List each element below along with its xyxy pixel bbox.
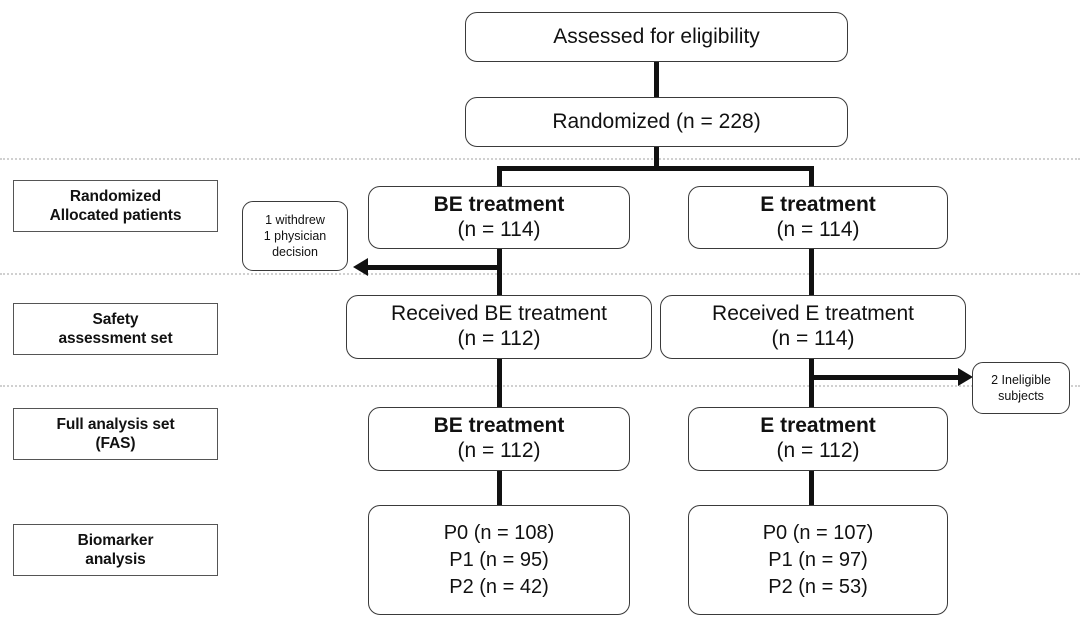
section-divider-3 bbox=[0, 385, 1080, 387]
node-line-2: (n = 114) bbox=[776, 217, 860, 241]
node-line-2: (n = 114) bbox=[771, 327, 855, 350]
node-line-2: P1 (n = 95) bbox=[449, 548, 549, 571]
connector-randomized-stem bbox=[654, 147, 659, 169]
node-line-1: E treatment bbox=[760, 192, 876, 216]
connector-branch-horizontal bbox=[497, 166, 814, 171]
node-allocated-be-treatment[interactable]: BE treatment (n = 114) bbox=[368, 186, 630, 249]
connector-fas-e-to-biomarker-e bbox=[809, 471, 814, 505]
node-line-2: (n = 112) bbox=[457, 327, 541, 350]
node-line-2: P1 (n = 97) bbox=[768, 548, 868, 571]
stage-label-line2: assessment set bbox=[58, 330, 173, 347]
node-line-1: Randomized (n = 228) bbox=[552, 109, 761, 133]
node-line-3: P2 (n = 53) bbox=[768, 575, 868, 598]
node-randomized[interactable]: Randomized (n = 228) bbox=[465, 97, 848, 147]
node-line-1: E treatment bbox=[760, 414, 876, 438]
callout-line-2: 1 physician bbox=[263, 228, 327, 243]
node-allocated-e-treatment[interactable]: E treatment (n = 114) bbox=[688, 186, 948, 249]
stage-label-line1: Randomized bbox=[69, 187, 162, 205]
connector-branch-to-e bbox=[809, 166, 814, 188]
connector-received-e-to-fas-e bbox=[809, 359, 814, 407]
node-biomarker-be[interactable]: P0 (n = 108) P1 (n = 95) P2 (n = 42) bbox=[368, 505, 630, 615]
node-line-1: BE treatment bbox=[433, 414, 565, 438]
stage-label-biomarker-analysis: Biomarker analysis bbox=[13, 524, 218, 576]
node-line-2: (n = 112) bbox=[776, 439, 860, 462]
callout-line-3: decision bbox=[272, 245, 318, 260]
callout-line-1: 1 withdrew bbox=[265, 212, 325, 227]
stage-label-line1: Full analysis set bbox=[56, 415, 175, 433]
exclusion-arrow-line-ineligible bbox=[812, 375, 960, 380]
node-line-1: Received BE treatment bbox=[391, 302, 607, 326]
node-fas-e-treatment[interactable]: E treatment (n = 112) bbox=[688, 407, 948, 471]
section-divider-2 bbox=[0, 273, 1080, 275]
node-line-2: (n = 112) bbox=[457, 439, 541, 462]
stage-label-line2: analysis bbox=[85, 551, 146, 568]
stage-label-safety-assessment-set: Safety assessment set bbox=[13, 303, 218, 355]
section-divider-1 bbox=[0, 158, 1080, 160]
node-assessed-for-eligibility[interactable]: Assessed for eligibility bbox=[465, 12, 848, 62]
exclusion-arrow-head-ineligible bbox=[958, 368, 973, 386]
connector-fas-be-to-biomarker-be bbox=[497, 471, 502, 505]
exclusion-arrow-head-withdrawn bbox=[353, 258, 368, 276]
connector-branch-to-be bbox=[497, 166, 502, 188]
callout-ineligible[interactable]: 2 Ineligible subjects bbox=[972, 362, 1070, 414]
stage-label-randomized-allocated: Randomized Allocated patients bbox=[13, 180, 218, 232]
node-line-1: Received E treatment bbox=[712, 302, 914, 326]
node-received-be-treatment[interactable]: Received BE treatment (n = 112) bbox=[346, 295, 652, 359]
connector-received-be-to-fas-be bbox=[497, 359, 502, 407]
connector-assessed-to-randomized bbox=[654, 60, 659, 102]
stage-label-line1: Biomarker bbox=[77, 531, 154, 549]
connector-alloc-be-to-received-be bbox=[497, 249, 502, 295]
node-biomarker-e[interactable]: P0 (n = 107) P1 (n = 97) P2 (n = 53) bbox=[688, 505, 948, 615]
node-line-3: P2 (n = 42) bbox=[449, 575, 549, 598]
node-fas-be-treatment[interactable]: BE treatment (n = 112) bbox=[368, 407, 630, 471]
callout-line-2: subjects bbox=[998, 389, 1044, 403]
stage-label-line2: (FAS) bbox=[95, 435, 136, 452]
callout-line-1: 2 Ineligible bbox=[991, 372, 1051, 387]
node-line-1: BE treatment bbox=[433, 192, 565, 216]
stage-label-line2: Allocated patients bbox=[49, 207, 182, 224]
stage-label-line1: Safety bbox=[92, 310, 139, 328]
node-line-1: P0 (n = 107) bbox=[762, 521, 874, 544]
node-line-2: (n = 114) bbox=[457, 217, 541, 241]
node-line-1: Assessed for eligibility bbox=[553, 24, 760, 48]
exclusion-arrow-line-withdrawn bbox=[368, 265, 500, 270]
stage-label-full-analysis-set: Full analysis set (FAS) bbox=[13, 408, 218, 460]
node-line-1: P0 (n = 108) bbox=[443, 521, 555, 544]
node-received-e-treatment[interactable]: Received E treatment (n = 114) bbox=[660, 295, 966, 359]
connector-alloc-e-to-received-e bbox=[809, 249, 814, 295]
callout-withdrawn[interactable]: 1 withdrew 1 physician decision bbox=[242, 201, 348, 271]
